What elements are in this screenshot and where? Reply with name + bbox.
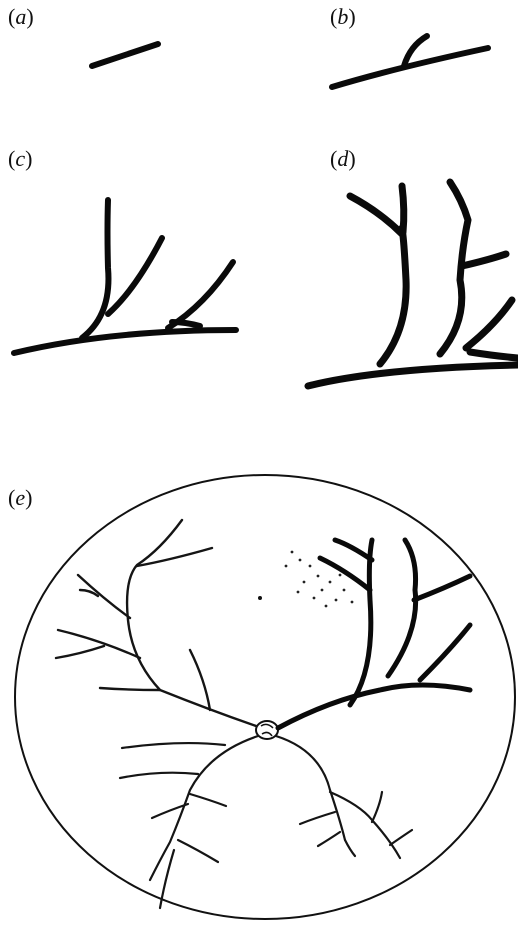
panel-c-drawing — [14, 200, 236, 353]
panel-e-drawing — [15, 475, 515, 919]
branch-segment — [466, 300, 512, 348]
branch-segment — [462, 254, 506, 266]
stem-segment — [92, 44, 158, 66]
panel-a-drawing — [92, 44, 158, 66]
branch-segment — [108, 238, 162, 314]
branch-segment — [82, 200, 108, 338]
branch-segment — [350, 196, 402, 234]
junction-node — [256, 721, 278, 739]
center-dot — [258, 596, 262, 600]
petri-dish-outline — [15, 475, 515, 919]
stem-segment — [14, 330, 236, 353]
stem-segment — [308, 365, 518, 386]
branch-segment — [380, 228, 406, 364]
panel-b-drawing — [332, 36, 488, 87]
branch-segment — [402, 186, 404, 232]
panel-d-drawing — [308, 182, 518, 386]
branch-segment — [168, 262, 233, 328]
branch-segment — [470, 352, 518, 358]
